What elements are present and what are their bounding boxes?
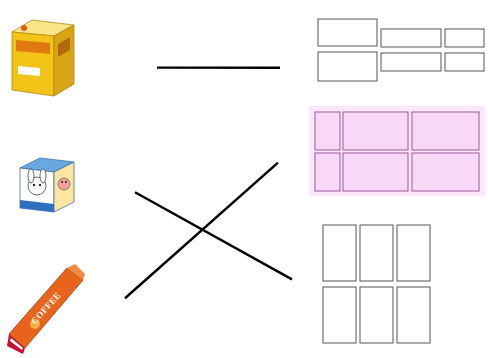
coffee-box	[7, 264, 85, 354]
matching-line	[135, 192, 292, 279]
product-box	[18, 150, 75, 215]
net-1	[318, 19, 484, 81]
matching-line	[125, 163, 278, 299]
product-label: COFFEE	[29, 290, 63, 326]
biscuit-box	[12, 20, 74, 96]
matching-line	[157, 66, 280, 69]
box-net	[320, 222, 435, 344]
box-net	[316, 18, 485, 81]
cube-box	[20, 158, 74, 212]
product-box: COFFEE	[5, 262, 85, 355]
net-3	[323, 225, 430, 343]
net-2	[315, 112, 479, 191]
box-net	[312, 108, 482, 192]
product-box	[10, 10, 75, 100]
